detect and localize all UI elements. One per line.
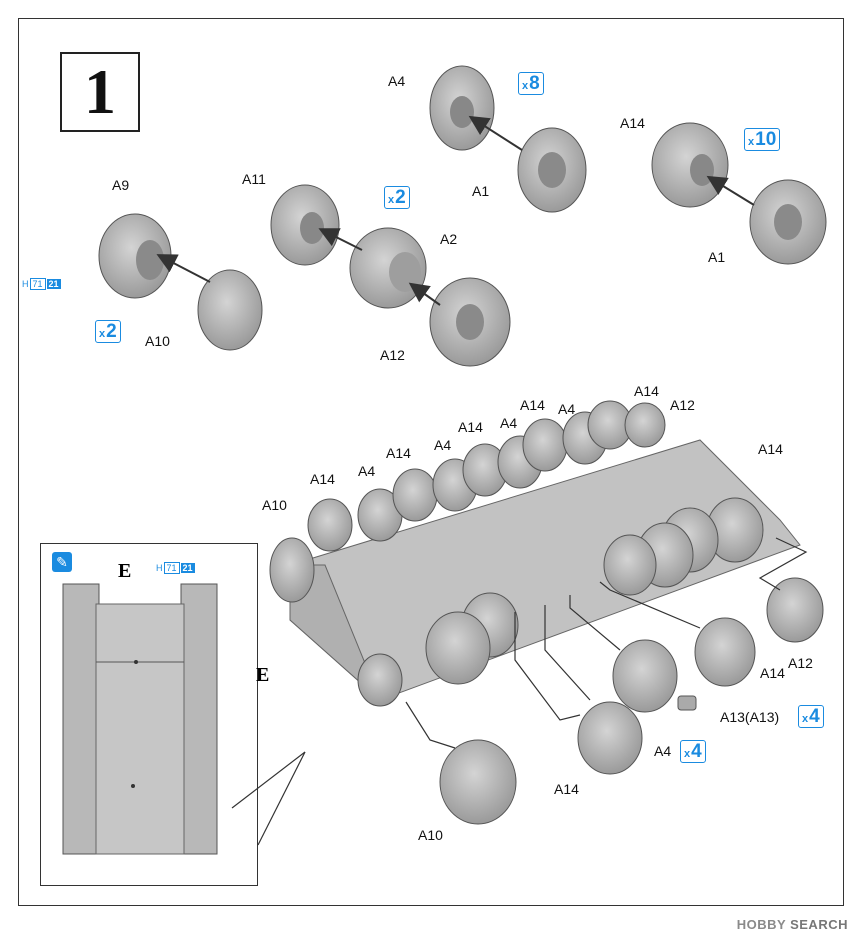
step-number-box: 1 xyxy=(60,52,140,132)
inset-part-letter: E xyxy=(118,560,132,582)
label-a2: A2 xyxy=(440,231,458,247)
label-a9: A9 xyxy=(112,177,130,193)
loose-wheels xyxy=(439,577,824,825)
road-wheel-a4-a1 xyxy=(429,65,587,213)
label-a14-bottom: A14 xyxy=(554,781,579,797)
sprocket-assembly xyxy=(98,213,263,351)
label-hull-a14-5: A14 xyxy=(634,383,659,399)
label-a14-loose: A14 xyxy=(760,665,785,681)
label-hull-a10: A10 xyxy=(262,497,287,513)
label-a1-right: A1 xyxy=(708,249,726,265)
label-hull-a14-3: A14 xyxy=(458,419,483,435)
leader-lines xyxy=(405,537,808,749)
label-hull-a4-3: A4 xyxy=(500,415,518,431)
hull-body xyxy=(269,400,801,707)
label-hull-a4-1: A4 xyxy=(358,463,376,479)
hull-part-letter: E xyxy=(256,664,270,686)
label-hull-a14-1: A14 xyxy=(310,471,335,487)
inset-drawing xyxy=(62,583,218,855)
label-a4-top: A4 xyxy=(388,73,406,89)
label-a4-loose: A4 xyxy=(654,743,672,759)
label-a12-loose: A12 xyxy=(788,655,813,671)
label-a1-left: A1 xyxy=(472,183,490,199)
paint-brush-icon: ✎ xyxy=(52,552,72,572)
road-wheel-a14-a1 xyxy=(651,122,827,265)
label-hull-a14-2: A14 xyxy=(386,445,411,461)
label-hull-a12: A12 xyxy=(670,397,695,413)
label-a10-upper: A10 xyxy=(145,333,170,349)
step-number: 1 xyxy=(84,56,116,127)
label-hull-a4-4: A4 xyxy=(558,401,576,417)
label-a10-bottom: A10 xyxy=(418,827,443,843)
inset-underside-view xyxy=(40,543,258,886)
idler-wheel-assembly xyxy=(270,184,511,367)
label-hull-a14-right: A14 xyxy=(758,441,783,457)
label-a14-top: A14 xyxy=(620,115,645,131)
label-a12-upper: A12 xyxy=(380,347,405,363)
instruction-frame xyxy=(18,18,844,906)
label-hull-a14-4: A14 xyxy=(520,397,545,413)
label-a11: A11 xyxy=(242,171,266,187)
watermark: HOBBY SEARCH xyxy=(736,917,848,932)
label-a13: A13(A13) xyxy=(720,709,780,725)
label-hull-a4-2: A4 xyxy=(434,437,452,453)
